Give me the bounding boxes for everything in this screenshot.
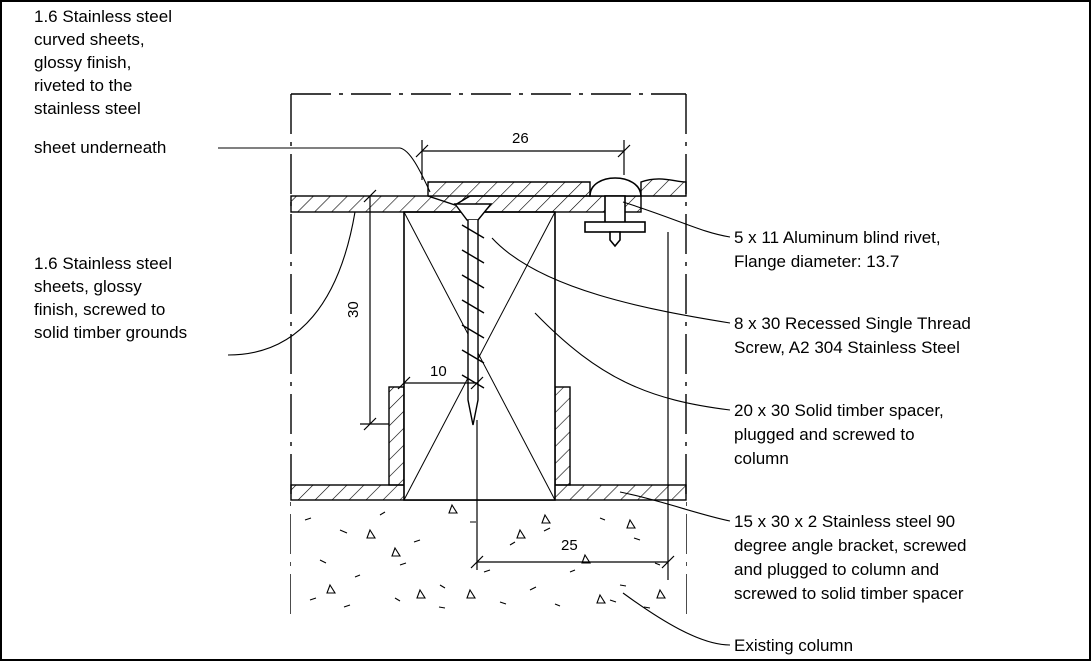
label-bracket: 15 x 30 x 2 Stainless steel 90 degree an…: [734, 512, 966, 603]
svg-text:Flange diameter: 13.7: Flange diameter: 13.7: [734, 252, 899, 271]
right-curved-sheet: [640, 178, 687, 197]
svg-text:8 x 30 Recessed Single Thread: 8 x 30 Recessed Single Thread: [734, 314, 971, 333]
svg-text:and plugged to column and: and plugged to column and: [734, 560, 939, 579]
curved-steel-sheet: [427, 181, 591, 206]
svg-text:finish, screwed to: finish, screwed to: [34, 300, 165, 319]
bracket-left-leg: [388, 386, 405, 486]
screw: [453, 203, 493, 426]
leader-lines: [218, 147, 731, 646]
bracket-right-leg: [554, 386, 571, 486]
svg-text:sheets, glossy: sheets, glossy: [34, 277, 142, 296]
label-curved-sheets: 1.6 Stainless steel curved sheets, gloss…: [34, 7, 172, 157]
svg-text:solid timber grounds: solid timber grounds: [34, 323, 187, 342]
label-column: Existing column: [734, 636, 853, 655]
rivet: [584, 177, 646, 248]
svg-text:1.6 Stainless steel: 1.6 Stainless steel: [34, 254, 172, 273]
svg-text:Existing column: Existing column: [734, 636, 853, 655]
svg-text:stainless steel: stainless steel: [34, 99, 141, 118]
existing-column: [291, 500, 686, 618]
svg-text:Screw, A2 304 Stainless Steel: Screw, A2 304 Stainless Steel: [734, 338, 960, 357]
label-rivet: 5 x 11 Aluminum blind rivet, Flange diam…: [734, 228, 941, 271]
svg-text:1.6 Stainless steel: 1.6 Stainless steel: [34, 7, 172, 26]
svg-text:glossy finish,: glossy finish,: [34, 53, 131, 72]
svg-text:degree angle bracket, screwed: degree angle bracket, screwed: [734, 536, 966, 555]
dimension-inner: 10: [430, 363, 447, 380]
svg-text:20 x 30 Solid timber spacer,: 20 x 30 Solid timber spacer,: [734, 401, 944, 420]
dimension-offset: 25: [561, 537, 578, 554]
svg-text:sheet underneath: sheet underneath: [34, 138, 166, 157]
svg-text:column: column: [734, 449, 789, 468]
dimension-lines: [360, 140, 675, 580]
svg-text:riveted to the: riveted to the: [34, 76, 132, 95]
svg-text:15 x 30 x 2 Stainless steel 90: 15 x 30 x 2 Stainless steel 90: [734, 512, 955, 531]
label-flat-sheets: 1.6 Stainless steel sheets, glossy finis…: [34, 254, 187, 342]
svg-text:curved sheets,: curved sheets,: [34, 30, 145, 49]
label-spacer: 20 x 30 Solid timber spacer, plugged and…: [734, 401, 944, 468]
svg-text:screwed to solid timber spacer: screwed to solid timber spacer: [734, 584, 964, 603]
svg-text:plugged and screwed to: plugged and screwed to: [734, 425, 915, 444]
svg-text:5 x 11 Aluminum blind rivet,: 5 x 11 Aluminum blind rivet,: [734, 228, 941, 247]
dimension-height: 30: [345, 301, 362, 318]
timber-spacer: [403, 211, 556, 501]
label-screw: 8 x 30 Recessed Single Thread Screw, A2 …: [734, 314, 971, 357]
dimension-top-width: 26: [512, 130, 529, 147]
